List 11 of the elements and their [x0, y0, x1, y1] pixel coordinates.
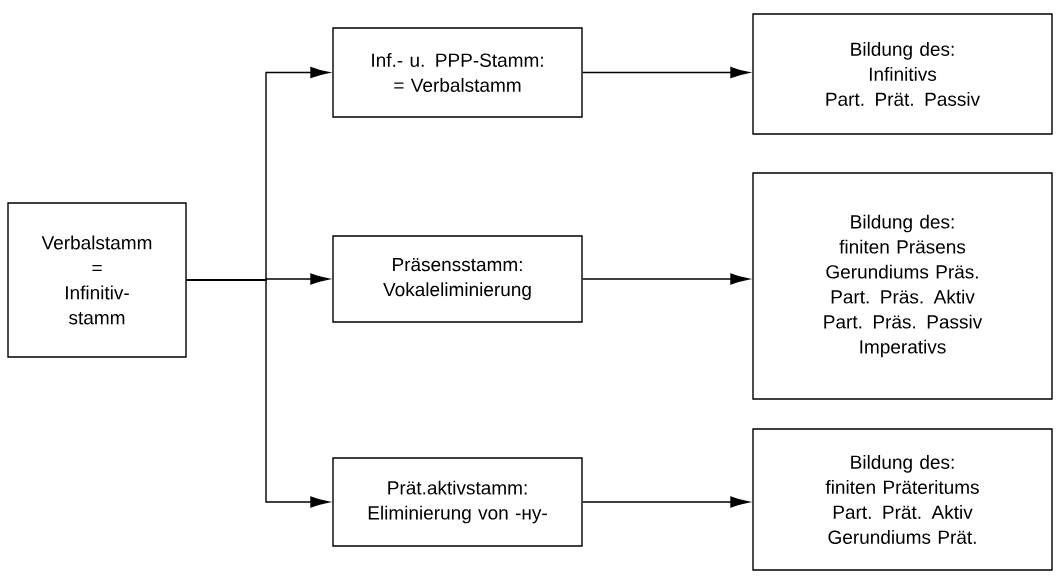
text-box: Verbalstamm = Infinitiv- stamm: [7, 202, 187, 358]
text-box: Bildung des: Infinitivs Part. Prät. Passiv: [752, 13, 1053, 135]
text-box: Präsensstamm: Vokaleliminierung: [332, 235, 583, 323]
text-box: Bildung des: finiten Präsens Gerundiums Präs. Part. Präs. Aktiv Part. Präs. Passiv Imperativs: [752, 172, 1053, 400]
text-box: Prät.aktivstamm: Eliminierung von -ну-: [332, 457, 583, 547]
arrow: [582, 66, 750, 79]
text-box: Bildung des: finiten Präteritums Part. Prät. Aktiv Gerundiums Prät.: [752, 428, 1053, 571]
text-box: Inf.- u. PPP-Stamm: = Verbalstamm: [332, 27, 583, 118]
arrow: [186, 279, 330, 508]
arrow: [582, 273, 750, 285]
arrow: [582, 496, 750, 508]
